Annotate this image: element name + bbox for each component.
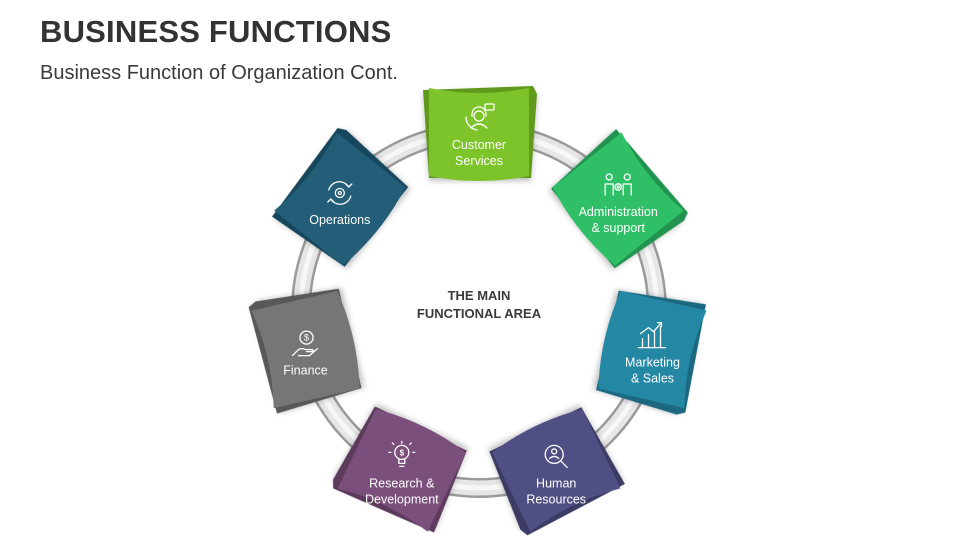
segment-label-line: Services [455,154,503,168]
segment-label-line: Resources [526,492,586,506]
segment-operations: Operations [272,128,409,267]
center-label: THE MAIN FUNCTIONAL AREA [417,288,542,321]
segment-shape [489,407,625,536]
segment-shape [333,406,467,533]
growth-chart-icon [637,321,667,349]
segment-label-line: & Sales [631,372,674,386]
segment-shape [423,86,537,181]
segment-label-line: Research & [369,476,435,490]
segment-shape [248,288,362,414]
team-gear-icon [604,173,632,196]
lightbulb-head-icon: $ [388,440,416,468]
segment-label-line: Finance [283,364,328,378]
segment-label-line: Development [365,492,439,506]
customer-service-icon [465,103,495,131]
segment-research-development: $ Research & Development [333,406,467,533]
segment-label-line: Marketing [625,356,680,370]
segment-shape [596,290,707,415]
segment-label-line: Human [536,476,576,490]
segment-label-line: Administration [579,205,658,219]
center-label-line-1: THE MAIN [448,288,511,303]
slide-subtitle: Business Function of Organization Cont. [40,62,398,84]
svg-text:$: $ [304,333,309,343]
segment-shape [551,129,688,269]
cycle-gear-icon [327,181,353,205]
svg-text:$: $ [400,448,405,457]
segment-label-line: Customer [452,138,506,152]
people-search-icon [544,444,568,469]
dollar-hand-icon: $ [291,330,319,357]
slide-title: BUSINESS FUNCTIONS [40,14,392,49]
segment-label-line: Operations [309,213,370,227]
segment-marketing-sales: Marketing & Sales [596,290,707,415]
segment-finance: $ Finance [248,288,362,414]
center-label-line-2: FUNCTIONAL AREA [417,306,542,321]
segment-administration-support: Administration & support [551,129,688,269]
segment-label-line: & support [591,221,645,235]
